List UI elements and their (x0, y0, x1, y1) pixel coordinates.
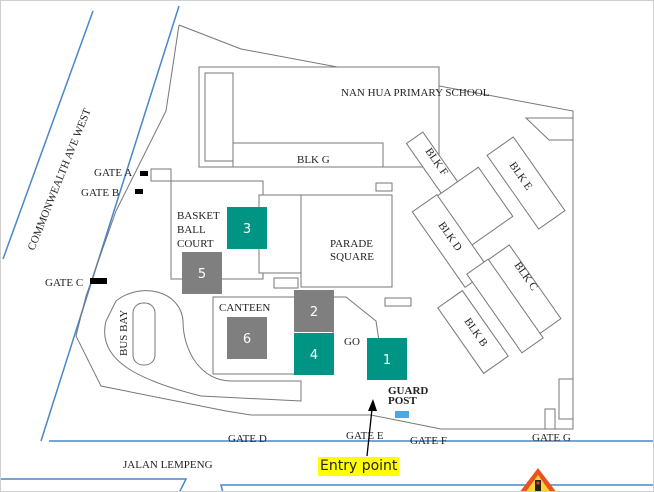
path-outline (333, 296, 380, 342)
blk-b (437, 289, 509, 375)
road-edge (40, 5, 180, 442)
gate-b-marker (135, 189, 143, 194)
traffic-light-sign-icon (520, 468, 556, 491)
gate-a-label: GATE A (94, 167, 132, 179)
marker-3: 3 (227, 207, 267, 249)
road-edge (2, 10, 94, 260)
marker-box (182, 252, 222, 294)
building (204, 72, 234, 162)
marker-label: 1 (383, 353, 391, 368)
go-label: GO (344, 336, 360, 348)
numbered-markers: 1 2 3 4 5 6 (182, 207, 407, 380)
marker-box (227, 317, 267, 359)
road-label-south: JALAN LEMPENG (123, 459, 213, 471)
entry-point-label: Entry point (318, 457, 400, 476)
marker-label: 3 (243, 222, 251, 237)
marker-5: 5 (182, 252, 222, 294)
marker-2: 2 (294, 290, 334, 332)
parade-square (300, 194, 393, 288)
marker-label: 2 (310, 305, 318, 320)
guard-label: GUARD (388, 385, 428, 397)
marker-box (367, 338, 407, 380)
road-label-west: COMMONWEALTH AVE WEST (26, 106, 94, 252)
building (544, 408, 556, 430)
building (466, 258, 544, 354)
marker-1: 1 (367, 338, 407, 380)
gate-d-label: GATE D (228, 433, 267, 445)
marker-box (227, 207, 267, 249)
gate-e-label: GATE E (346, 430, 384, 442)
gate-a-marker (140, 171, 148, 176)
marker-4: 4 (294, 333, 334, 375)
marker-box (294, 290, 334, 332)
school-name: NAN HUA PRIMARY SCHOOL (341, 87, 490, 99)
gate-c-marker (90, 278, 107, 284)
marker-label: 4 (310, 348, 318, 363)
blk-g-label: BLK G (297, 154, 330, 166)
road-edge (1, 478, 188, 491)
arrow-head-icon (368, 399, 377, 411)
building (384, 297, 412, 307)
basketball-label: COURT (177, 238, 214, 250)
marker-label: 6 (243, 332, 251, 347)
marker-label: 5 (198, 267, 206, 282)
gate-c-label: GATE C (45, 277, 83, 289)
gate-area (150, 168, 172, 182)
blk-g (232, 142, 384, 168)
basketball-label: BALL (177, 224, 206, 236)
post-label: POST (388, 395, 417, 407)
building (558, 378, 574, 420)
guard-post-marker (395, 411, 409, 418)
parade-label: PARADE (330, 238, 373, 250)
entry-arrow (366, 408, 373, 457)
building (375, 182, 393, 192)
square-label: SQUARE (330, 251, 374, 263)
marker-6: 6 (227, 317, 267, 359)
site-boundary (75, 24, 574, 430)
building (524, 117, 574, 141)
bus-bay-label: BUS BAY (118, 310, 130, 356)
gate-b-label: GATE B (81, 187, 119, 199)
bus-bay-island (132, 302, 156, 366)
basketball-label: BASKET (177, 210, 220, 222)
road-edge (220, 484, 653, 491)
marker-box (294, 333, 334, 375)
blk-e (486, 136, 566, 230)
canteen-label: CANTEEN (219, 302, 270, 314)
building (273, 277, 299, 289)
gate-f-label: GATE F (410, 435, 447, 447)
bus-bay-loop (104, 290, 302, 402)
gate-g-label: GATE G (532, 432, 571, 444)
